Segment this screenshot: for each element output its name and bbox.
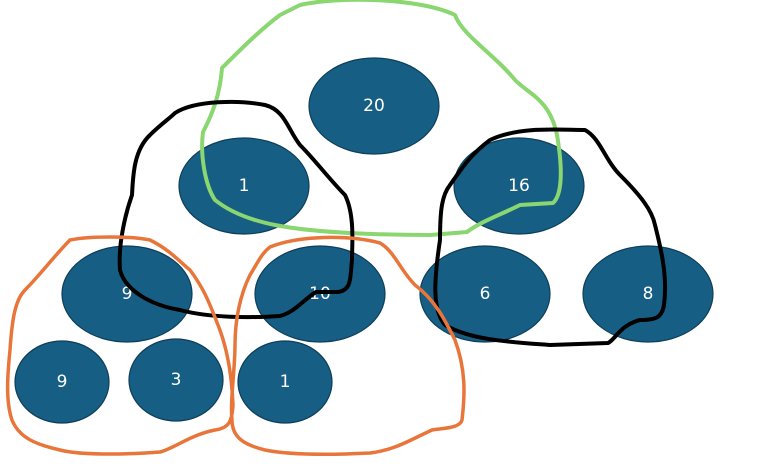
node-9-mid: 9 <box>61 245 193 343</box>
node-label: 6 <box>480 284 491 304</box>
node-label: 9 <box>57 372 68 392</box>
node-label: 1 <box>280 372 291 392</box>
node-6: 6 <box>419 245 551 343</box>
node-20: 20 <box>308 57 440 155</box>
black-right-group-outline <box>433 127 668 347</box>
orange-left-group-outline <box>5 235 235 456</box>
node-3: 3 <box>128 338 224 422</box>
orange-right-group-outline <box>229 235 466 456</box>
node-label: 16 <box>508 176 530 196</box>
node-9-bottom: 9 <box>14 340 110 424</box>
node-label: 1 <box>239 176 250 196</box>
black-left-group-outline <box>117 99 355 320</box>
green-group-outline <box>200 0 563 237</box>
node-8: 8 <box>582 245 714 343</box>
node-label: 8 <box>643 284 654 304</box>
node-16: 16 <box>453 137 585 235</box>
node-label: 20 <box>363 96 385 116</box>
node-label: 9 <box>122 284 133 304</box>
node-label: 3 <box>171 370 182 390</box>
node-1-top: 1 <box>178 137 310 235</box>
node-1-bottom: 1 <box>237 340 333 424</box>
